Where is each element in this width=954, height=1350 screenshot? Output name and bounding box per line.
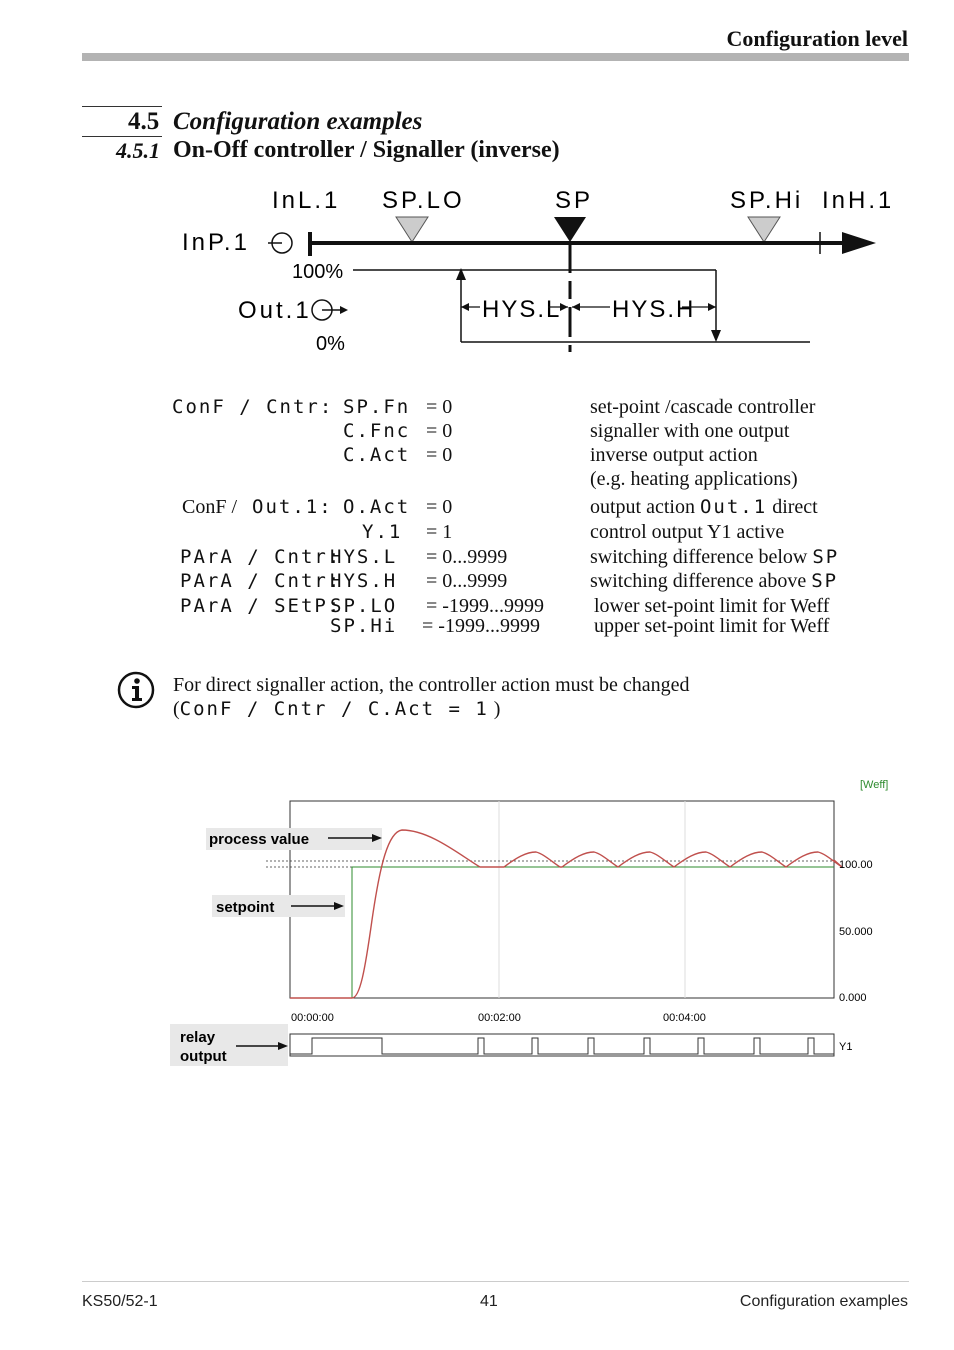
y-tick-label: 50.000 (839, 926, 873, 938)
config-path: PArA / Cntr: (180, 546, 342, 568)
config-param: O.Act (343, 496, 411, 518)
config-value: = 0...9999 (426, 546, 508, 568)
subsection-rule (82, 136, 162, 137)
relay-plot-area (289, 1033, 835, 1057)
config-table: ConF / Cntr: SP.Fn = 0 set-point /cascad… (0, 395, 954, 645)
config-desc: control output Y1 active (590, 521, 785, 543)
footer-page-number: 41 (480, 1293, 498, 1310)
config-desc: signaller with one output (590, 420, 790, 442)
footer-right: Configuration examples (739, 1293, 908, 1310)
header-rule (82, 53, 909, 61)
sp-marker (554, 217, 586, 242)
x-tick-label: 00:02:00 (478, 1012, 521, 1024)
label-hysl: HYS.L (482, 296, 561, 323)
relay-label: Y1 (839, 1041, 852, 1053)
subsection-number: 4.5.1 (116, 138, 160, 163)
annotation-box (170, 1024, 288, 1066)
config-path: ConF / Cntr: (172, 396, 334, 418)
series-process-value-line (290, 829, 843, 999)
config-param: SP.Hi (330, 615, 398, 637)
config-desc: upper set-point limit for Weff (594, 615, 830, 637)
annotation-box (212, 895, 345, 917)
config-param: SP.Fn (343, 396, 411, 418)
config-desc: (e.g. heating applications) (590, 468, 798, 490)
annotation-box (206, 828, 382, 850)
subsection-title: On-Off controller / Signaller (inverse) (173, 137, 560, 163)
config-param: HYS.H (330, 570, 398, 592)
label-out1: Out.1 (238, 297, 312, 324)
axis-arrow (842, 232, 876, 254)
x-tick-label: 00:04:00 (663, 1012, 706, 1024)
config-path: PArA / Cntr: (180, 570, 342, 592)
label-sphi: SP.Hi (730, 187, 803, 214)
config-param: SP.LO (330, 595, 398, 617)
config-value: = 0 (426, 444, 453, 466)
y-tick-label: 0.000 (839, 992, 867, 1004)
config-value: = 0 (426, 420, 453, 442)
header-title: Configuration level (726, 26, 909, 51)
footer-left: KS50/52-1 (82, 1293, 158, 1310)
config-value: = -1999...9999 (426, 595, 544, 617)
config-desc: output action Out.1 direct (590, 496, 818, 518)
label-sp: SP (555, 187, 593, 214)
info-note-code-line: (ConF / Cntr / C.Act = 1 ) (173, 698, 501, 720)
label-0pct: 0% (316, 333, 345, 355)
footer-rule (82, 1281, 909, 1282)
relay-signal-line (290, 1037, 834, 1055)
config-path: PArA / SEtP: (180, 595, 342, 617)
config-value: = 0...9999 (426, 570, 508, 592)
label-inl1: InL.1 (272, 187, 340, 214)
y-tick-label: 100.00 (839, 859, 873, 871)
label-inh1: InH.1 (822, 187, 890, 214)
splo-marker (395, 216, 429, 243)
info-icon (117, 671, 155, 709)
label-hysh: HYS.H (612, 296, 695, 323)
annotation-relay: relay (180, 1029, 216, 1046)
config-value: = 0 (426, 496, 453, 518)
config-param: C.Fnc (343, 420, 411, 442)
annotation-process-value: process value (209, 831, 309, 848)
section-number: 4.5 (128, 108, 160, 135)
section-rule (82, 106, 162, 107)
info-note-text: For direct signaller action, the control… (173, 674, 690, 696)
config-value: = 0 (426, 396, 453, 418)
config-path-prefix: ConF / (182, 496, 238, 518)
config-param: Y.1 (362, 521, 403, 543)
config-desc: lower set-point limit for Weff (594, 595, 830, 617)
config-param: HYS.L (330, 546, 398, 568)
config-param: C.Act (343, 444, 411, 466)
config-value: = 1 (426, 521, 453, 543)
label-splo: SP.LO (382, 187, 465, 214)
label-inp1: InP.1 (182, 229, 250, 256)
config-desc: switching difference above SP (590, 570, 839, 592)
x-tick-label: 00:00:00 (291, 1012, 334, 1024)
sphi-marker (747, 216, 781, 243)
annotation-output: output (180, 1048, 227, 1065)
hysteresis-diagram: InL.1 SP.LO SP SP.Hi InH.1 InP.1 100% Ou… (182, 187, 890, 355)
config-desc: switching difference below SP (590, 546, 840, 568)
config-desc: set-point /cascade controller (590, 396, 816, 418)
annotation-setpoint: setpoint (216, 899, 274, 916)
section-title: Configuration examples (173, 108, 423, 135)
trend-chart: [Weff] 100.00 50.000 0.000 00:00:00 00:0… (170, 779, 888, 1066)
chart-unit-label: [Weff] (860, 779, 888, 791)
config-value: = -1999...9999 (422, 615, 540, 637)
label-100pct: 100% (292, 261, 343, 283)
config-path: Out.1: (252, 496, 333, 518)
config-desc: inverse output action (590, 444, 758, 466)
